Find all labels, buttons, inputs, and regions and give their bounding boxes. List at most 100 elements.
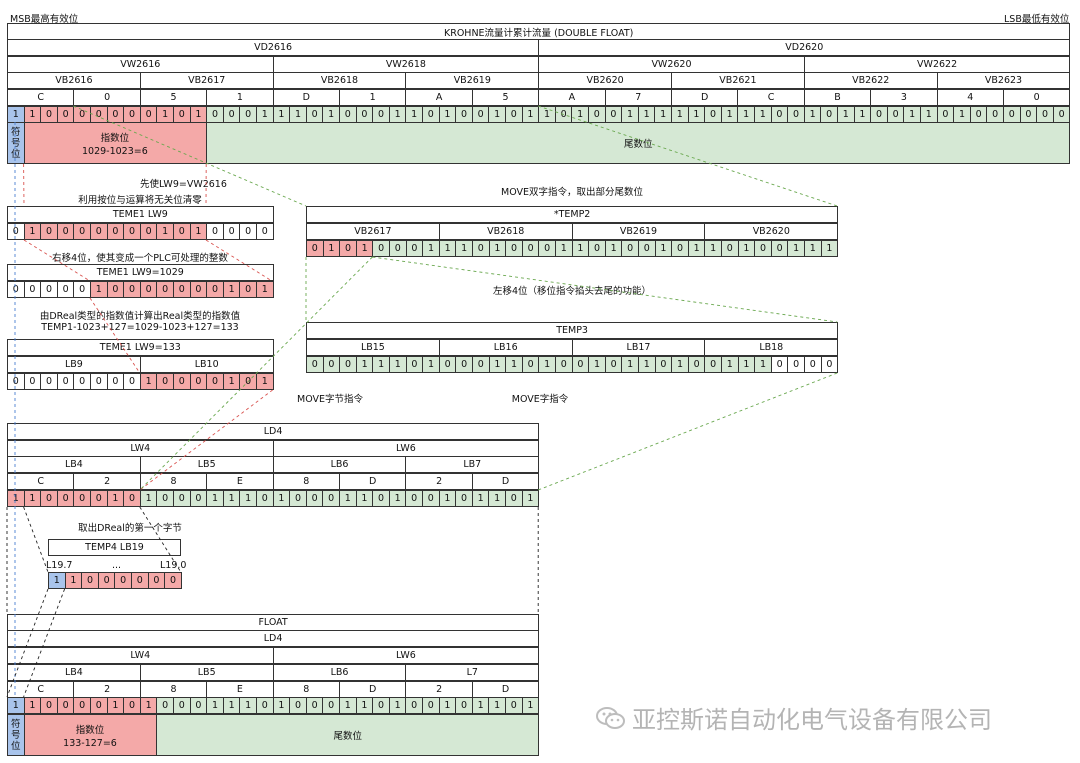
note-lw9: 先使LW9=VW2616	[140, 179, 227, 190]
top-bit: 0	[820, 106, 838, 123]
ld4-mid-bit: 0	[505, 490, 523, 507]
float-bit: 0	[305, 697, 324, 714]
float-bit: 0	[123, 697, 141, 714]
ld4-mid-bit: 0	[156, 490, 174, 507]
top-hex-digit: 4	[936, 89, 1004, 106]
teme1b-bit: 0	[56, 281, 75, 298]
temp2-bit: 1	[488, 240, 507, 257]
ld4-mid-hex-digit: E	[206, 473, 274, 490]
ld4-mid-bit: 1	[388, 490, 407, 507]
double-float-title: KROHNE流量计累计流量 (DOUBLE FLOAT)	[7, 23, 1071, 40]
top-bit: 1	[538, 106, 556, 123]
top-sign-label: 符号位	[7, 122, 25, 164]
msb-label: MSB最高有效位	[10, 14, 79, 25]
top-hex-digit: D	[671, 89, 739, 106]
top-bit: 1	[803, 106, 822, 123]
teme1b-bit: 0	[206, 281, 224, 298]
teme1a-bit: 0	[7, 223, 25, 240]
top-byte-label: VB2617	[139, 72, 274, 89]
ld4-mid-hex-digit: 8	[139, 473, 208, 490]
float-bit: 1	[438, 697, 457, 714]
top-dword-label: VD2616	[7, 39, 540, 56]
ld4-mid-bit: 1	[521, 490, 540, 507]
temp3-bit: 1	[588, 356, 606, 373]
temp3-bit: 0	[521, 356, 540, 373]
float-sign-label: 符号位	[7, 714, 25, 756]
float-bit: 1	[222, 697, 241, 714]
ld4-mid-bit: 0	[173, 490, 191, 507]
top-hex-digit: 3	[870, 89, 938, 106]
ld4-mid-word-label: LW6	[272, 440, 540, 457]
float-dword-label: LD4	[7, 630, 540, 647]
top-byte-label: VB2621	[671, 72, 805, 89]
teme1c-bit: 1	[222, 373, 241, 390]
temp3-bit: 0	[571, 356, 590, 373]
float-bit: 0	[372, 697, 390, 714]
top-byte-label: VB2619	[405, 72, 540, 89]
top-bit: 0	[554, 106, 573, 123]
temp2-bit: 0	[754, 240, 772, 257]
temp2-bit: 0	[538, 240, 556, 257]
temp2-bit: 0	[372, 240, 390, 257]
top-hex-digit: 1	[339, 89, 407, 106]
float-byte-label: LB4	[7, 664, 141, 681]
top-hex-digit: C	[7, 89, 75, 106]
teme1c-bit: 0	[239, 373, 257, 390]
temp2-bit: 0	[339, 240, 357, 257]
top-bit: 1	[438, 106, 457, 123]
float-bit: 0	[189, 697, 208, 714]
temp3-bit: 1	[422, 356, 440, 373]
top-exp-label: 指数位	[100, 133, 130, 144]
top-bit: 0	[305, 106, 324, 123]
float-bit: 1	[471, 697, 490, 714]
ld4-mid-hex-digit: 2	[405, 473, 473, 490]
float-hex-digit: D	[471, 681, 540, 698]
ld4-mid-bit: 0	[289, 490, 307, 507]
top-exp-formula: 1029-1023=6	[81, 146, 148, 157]
top-bit: 1	[687, 106, 706, 123]
top-bit: 0	[106, 106, 125, 123]
ld4-mid-hex-digit: C	[7, 473, 75, 490]
float-bit: 1	[7, 697, 25, 714]
ld4-mid-bit: 1	[438, 490, 457, 507]
float-bit: 0	[322, 697, 340, 714]
top-bit: 0	[123, 106, 141, 123]
temp3-bit: 1	[538, 356, 556, 373]
top-bit: 0	[471, 106, 490, 123]
teme1a-bit: 0	[139, 223, 158, 240]
float-word-label: LW4	[7, 647, 274, 664]
top-bit: 0	[90, 106, 108, 123]
top-byte-label: VB2622	[803, 72, 938, 89]
ld4-mid-bit: 0	[322, 490, 340, 507]
float-exponent-block	[23, 714, 158, 756]
temp2-bit: 0	[621, 240, 639, 257]
temp3-bit: 0	[687, 356, 706, 373]
temp2-bit: 1	[687, 240, 706, 257]
float-bit: 1	[139, 697, 158, 714]
top-hex-digit: 5	[139, 89, 208, 106]
top-bit: 1	[671, 106, 689, 123]
top-bit: 0	[222, 106, 241, 123]
teme1a-bit: 0	[40, 223, 58, 240]
float-byte-label: LB6	[272, 664, 407, 681]
temp3-bit: 0	[339, 356, 357, 373]
ld4-mid-bit: 0	[422, 490, 440, 507]
temp4-bit: 0	[147, 572, 166, 589]
temp3-bit: 0	[472, 356, 490, 373]
top-bit: 0	[787, 106, 805, 123]
top-word-label: VW2622	[803, 56, 1071, 73]
top-bit: 0	[870, 106, 888, 123]
ld4-mid-bit: 1	[272, 490, 291, 507]
note-first-byte: 取出DReal的第一个字节	[78, 523, 182, 534]
temp2-bit: 1	[787, 240, 805, 257]
teme1c-bit: 0	[106, 373, 125, 390]
ld4-mid-bit: 0	[123, 490, 141, 507]
ld4-mid-bit: 0	[56, 490, 75, 507]
teme1b-bit: 1	[90, 281, 108, 298]
ld4-mid-bit: 1	[339, 490, 357, 507]
teme1a-bit: 1	[23, 223, 42, 240]
note-and-clear: 利用按位与运算将无关位清零	[78, 195, 202, 206]
top-bit: 0	[139, 106, 158, 123]
temp2-bit: 1	[455, 240, 473, 257]
temp3-bit: 1	[355, 356, 374, 373]
